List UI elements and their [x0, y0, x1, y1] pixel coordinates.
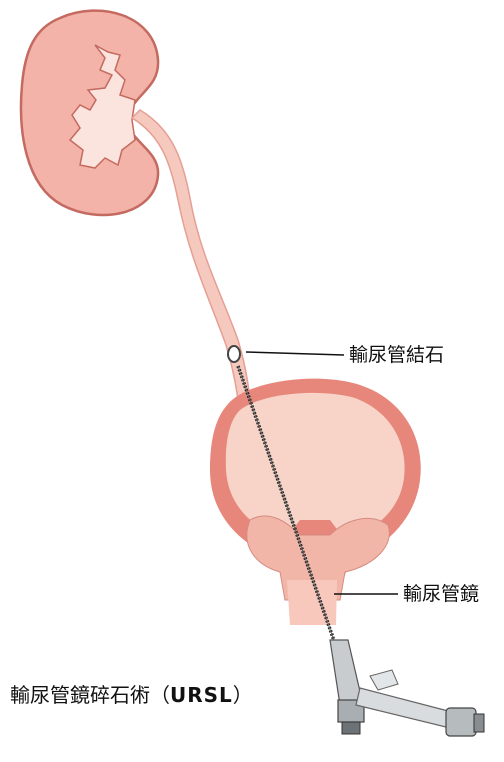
ureteral-stone [228, 346, 240, 362]
caption: 輸尿管鏡碎石術（URSL） [10, 685, 253, 705]
label-ureteral-stone: 輸尿管結石 [349, 346, 444, 365]
caption-abbr: URSL [170, 683, 233, 707]
caption-prefix: 輸尿管鏡碎石術（ [10, 683, 170, 707]
label-ureteroscope: 輸尿管鏡 [403, 585, 479, 604]
ureteroscope-handle [330, 640, 484, 736]
stone-leader-line [246, 352, 344, 355]
caption-suffix: ） [233, 683, 253, 707]
bladder-inner [226, 393, 405, 540]
urethra [287, 580, 337, 625]
